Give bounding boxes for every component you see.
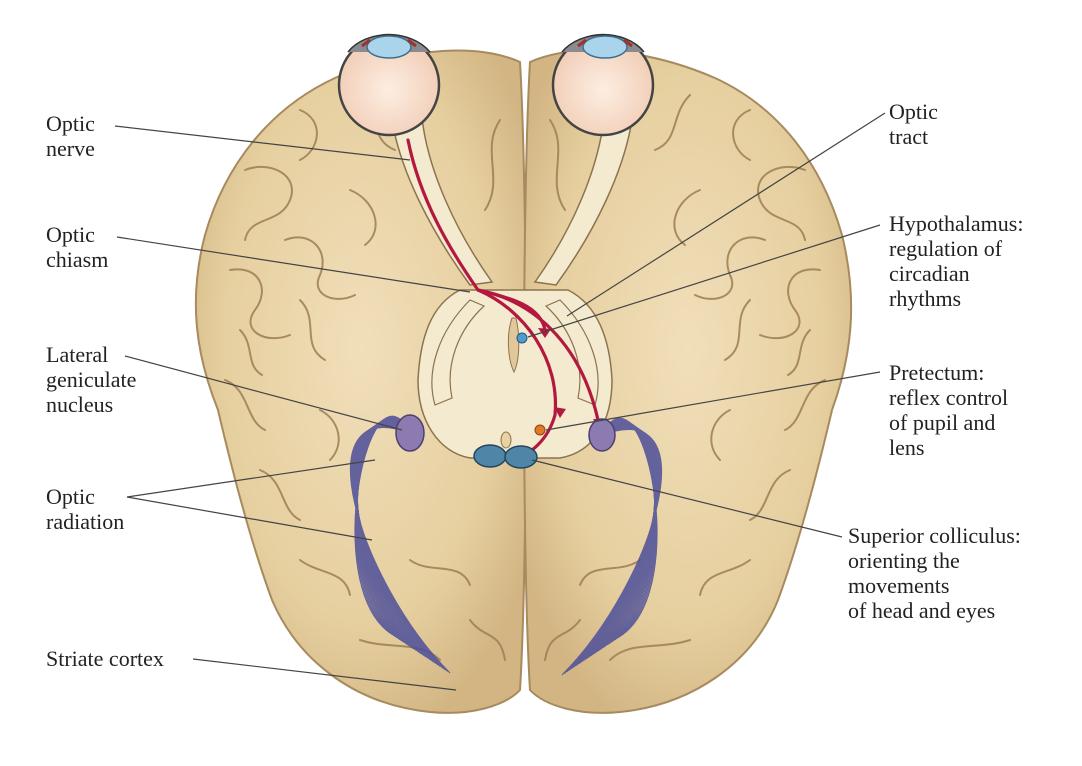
label-hypothalamus-line2: regulation of (889, 236, 1003, 261)
label-optic-tract: Optic tract (889, 99, 938, 149)
leader-optic-radiation-2 (126, 496, 373, 541)
label-optic-chiasm: Optic chiasm (46, 222, 108, 272)
label-optic-tract-line1: Optic (889, 99, 938, 124)
label-hypothalamus-line4: rhythms (889, 286, 962, 311)
label-optic-chiasm-line2: chiasm (46, 247, 109, 272)
label-pretectum-line1: Pretectum: (889, 360, 985, 385)
label-sc-line2: orienting the (848, 548, 960, 573)
left-eye (337, 33, 441, 137)
cortical-folds (224, 94, 826, 661)
leader-lgn (124, 355, 403, 431)
label-optic-radiation-line2: radiation (46, 509, 125, 534)
leader-optic-radiation-1 (126, 459, 376, 498)
pretectum-dot (534, 424, 546, 436)
leader-pretectum (545, 371, 881, 431)
right-hemisphere (523, 49, 853, 714)
label-pretectum-line4: lens (889, 435, 925, 460)
lgn-right (588, 418, 616, 452)
retinal-pathway-red (406, 138, 600, 460)
leader-optic-tract (566, 112, 886, 317)
label-optic-nerve-line2: nerve (46, 136, 95, 161)
hypothalamic-region (417, 289, 613, 459)
lgn-left (395, 414, 425, 452)
label-hypothalamus: Hypothalamus: regulation of circadian rh… (889, 211, 1023, 311)
radiation-fiber (561, 428, 662, 676)
leader-striate-cortex (192, 658, 457, 691)
label-sc-line4: of head and eyes (848, 598, 996, 623)
label-lateral-geniculate: Lateral geniculate nucleus (46, 342, 136, 417)
label-superior-colliculus: Superior colliculus: orienting the movem… (848, 523, 1021, 623)
optic-radiation-left-fibers (350, 415, 451, 674)
label-optic-nerve: Optic nerve (46, 111, 95, 161)
label-hypothalamus-line1: Hypothalamus: (889, 211, 1024, 236)
left-optic-nerve (391, 117, 494, 286)
label-optic-chiasm-line1: Optic (46, 222, 95, 247)
leader-lines (114, 112, 886, 691)
label-optic-nerve-line1: Optic (46, 111, 95, 136)
superior-colliculus-left (473, 444, 507, 468)
right-eye (551, 33, 655, 137)
leader-optic-chiasm (116, 236, 471, 293)
midline-stalk (507, 317, 520, 374)
label-striate-cortex-line1: Striate cortex (46, 646, 164, 671)
label-hypothalamus-line3: circadian (889, 261, 970, 286)
radiation-fiber (350, 426, 451, 674)
left-optic-tract (431, 299, 486, 406)
label-pretectum-line3: of pupil and (889, 410, 996, 435)
arrow-pretectum (554, 407, 566, 418)
label-sc-line1: Superior colliculus: (848, 523, 1021, 548)
label-optic-radiation: Optic radiation (46, 484, 124, 534)
label-optic-tract-line2: tract (889, 124, 929, 149)
label-pretectum: Pretectum: reflex control of pupil and l… (889, 360, 1008, 460)
label-lgn-line1: Lateral (46, 342, 109, 367)
label-optic-radiation-line1: Optic (46, 484, 95, 509)
pineal (500, 431, 512, 449)
optic-radiation-right-fibers (561, 417, 662, 676)
label-lgn-line3: nucleus (46, 392, 114, 417)
leader-superior-colliculus (531, 459, 843, 538)
leader-hypothalamus (527, 224, 881, 338)
label-pretectum-line2: reflex control (889, 385, 1009, 410)
label-sc-line3: movements (848, 573, 950, 598)
superior-colliculus-right (504, 445, 538, 469)
hypothalamus-dot (516, 332, 528, 344)
right-optic-nerve (533, 117, 633, 286)
leader-optic-nerve (114, 125, 411, 161)
label-lgn-line2: geniculate (46, 367, 137, 392)
label-striate-cortex: Striate cortex (46, 646, 164, 671)
